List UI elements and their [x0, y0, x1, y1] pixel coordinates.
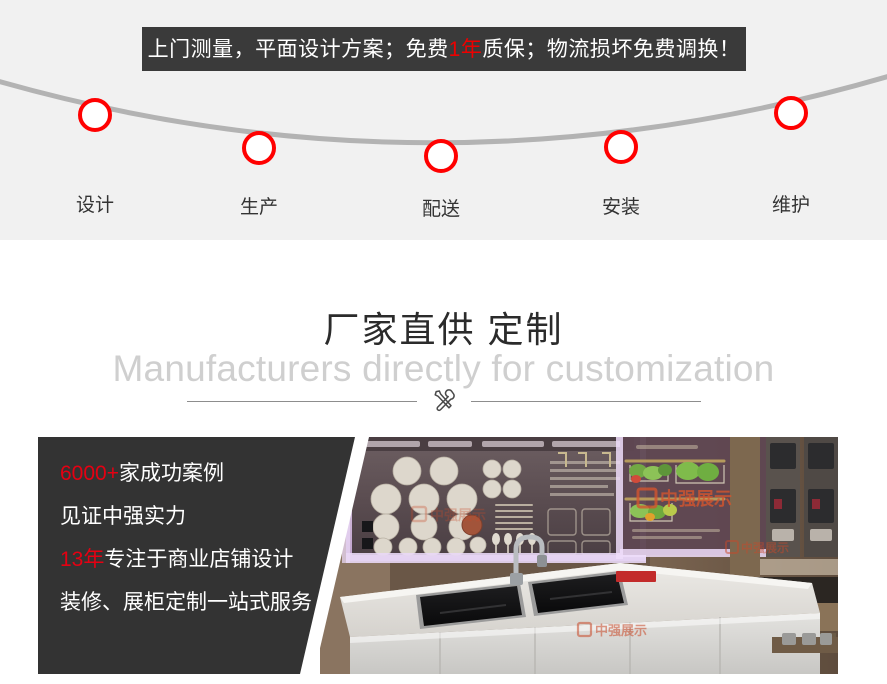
highlight-line-4: 装修、展柜定制一站式服务	[60, 592, 360, 613]
highlight-accent-1: 6000+	[60, 462, 119, 485]
kitchen-showroom-photo: 中强展示 中强展示 中强展示 中强展示	[320, 437, 838, 674]
highlight-text-3: 专注于商业店铺设计	[104, 548, 294, 571]
highlight-accent-3: 13年	[60, 548, 105, 571]
svg-text:中强展示: 中强展示	[660, 488, 732, 509]
process-label-maintain: 维护	[771, 195, 810, 216]
highlight-text-4: 装修、展柜定制一站式服务	[60, 591, 312, 614]
highlight-line-1: 6000+家成功案例	[60, 463, 360, 484]
process-node-maintain	[774, 96, 808, 130]
divider-rule-right	[470, 400, 701, 402]
promo-banner-prefix: 上门测量，平面设计方案；免费	[147, 37, 449, 61]
process-label-install: 安装	[601, 197, 640, 218]
promo-banner-suffix: 质保；物流损坏免费调换！	[482, 37, 741, 61]
promo-banner-text: 上门测量，平面设计方案；免费1年质保；物流损坏免费调换！	[148, 39, 741, 60]
highlights-panel: 6000+家成功案例 见证中强实力 13年专注于商业店铺设计 装修、展柜定制一站…	[38, 437, 360, 674]
headline-section: Manufacturers directly for customization…	[0, 240, 887, 435]
divider-rule-left	[186, 400, 417, 402]
process-node-production	[242, 131, 276, 165]
process-label-production: 生产	[239, 197, 278, 218]
process-label-design: 设计	[75, 195, 114, 216]
svg-text:中强展示: 中强展示	[430, 507, 486, 523]
process-node-design	[78, 98, 112, 132]
process-section: 上门测量，平面设计方案；免费1年质保；物流损坏免费调换！ 设计 生产 配送 安装…	[0, 0, 887, 240]
highlight-line-3: 13年专注于商业店铺设计	[60, 549, 360, 570]
process-label-delivery: 配送	[421, 199, 460, 220]
highlight-line-2: 见证中强实力	[60, 506, 360, 527]
headline-english: Manufacturers directly for customization	[112, 348, 775, 389]
svg-text:中强展示: 中强展示	[595, 623, 647, 638]
svg-text:中强展示: 中强展示	[741, 540, 789, 555]
promo-banner: 上门测量，平面设计方案；免费1年质保；物流损坏免费调换！	[142, 27, 746, 71]
highlight-text-1: 家成功案例	[118, 462, 224, 485]
highlight-text-2: 见证中强实力	[60, 505, 186, 528]
promo-banner-highlight: 1年	[448, 37, 483, 61]
process-node-delivery	[424, 139, 458, 173]
headline-divider	[0, 388, 887, 414]
showcase-section: 中强展示 中强展示 中强展示 中强展示 6000+家成功案例 见证中强实力 13…	[0, 435, 887, 684]
process-node-install	[604, 130, 638, 164]
headline-chinese: 厂家直供 定制	[323, 309, 564, 350]
crossed-tools-icon	[431, 388, 457, 414]
